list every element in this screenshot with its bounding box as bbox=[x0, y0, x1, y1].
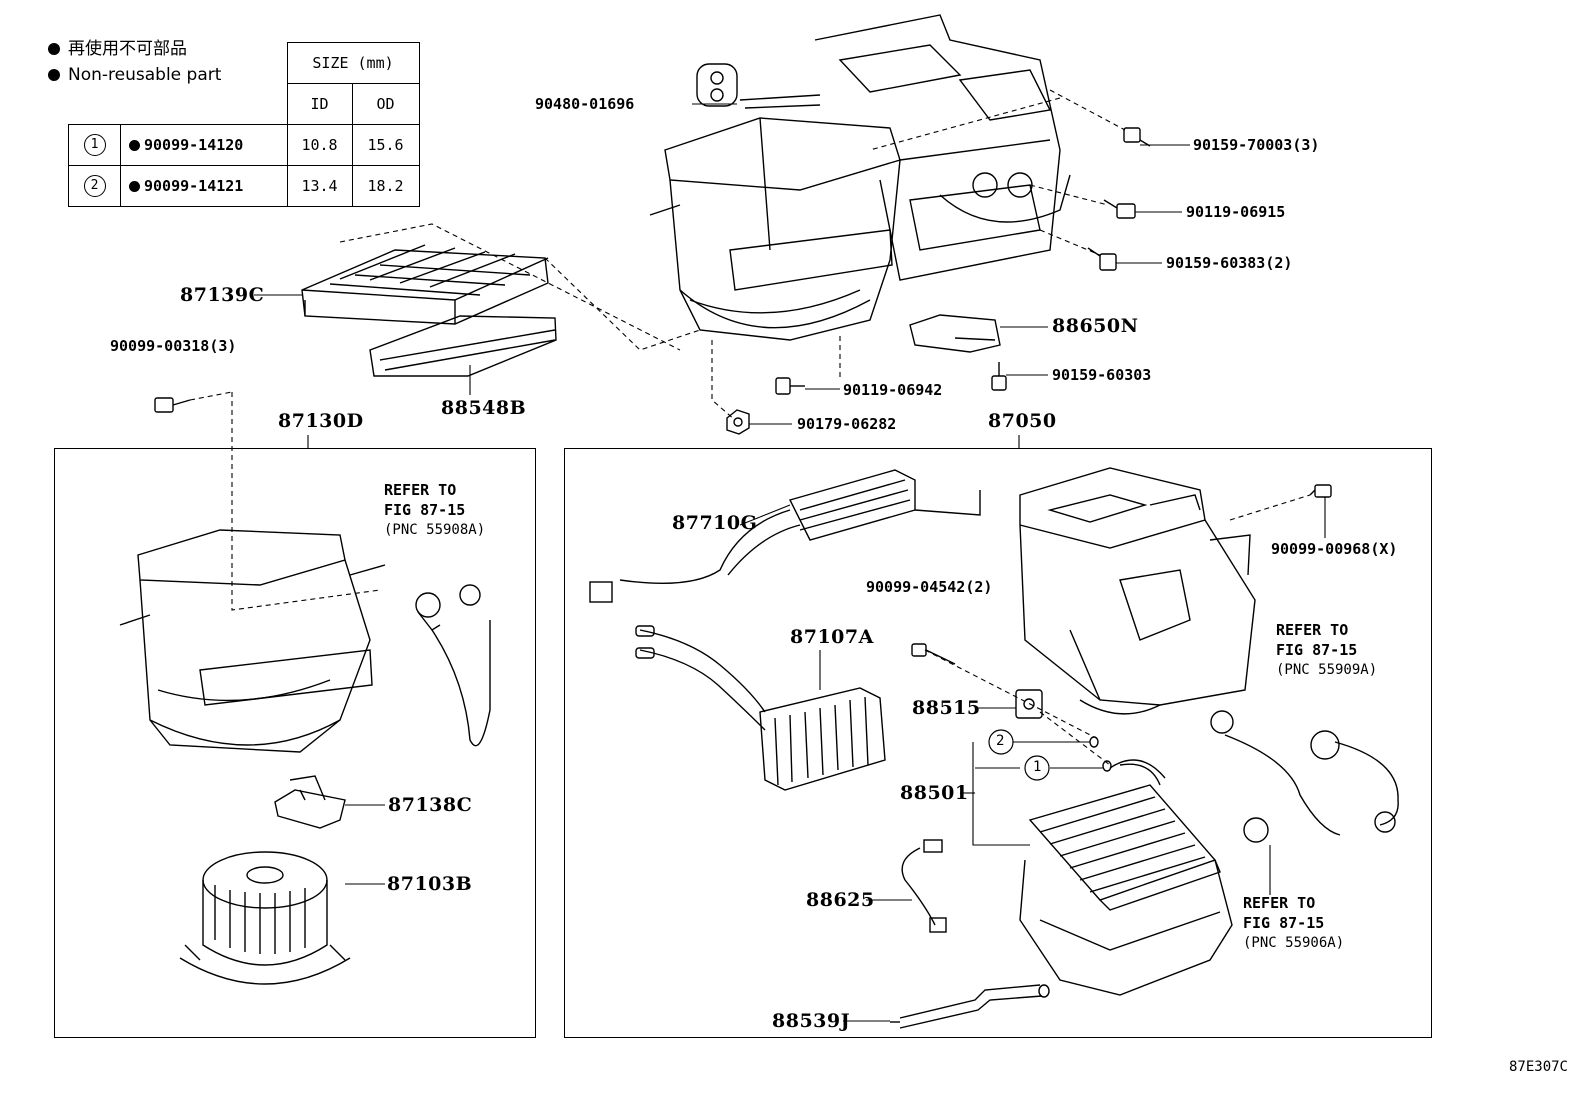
label-87139c: 87139C bbox=[180, 284, 265, 306]
label-88501: 88501 bbox=[900, 782, 969, 804]
label-90099-00968: 90099-00968(X) bbox=[1271, 540, 1398, 558]
label-90159-60303: 90159-60303 bbox=[1052, 366, 1152, 384]
thermistor-88625-illustration bbox=[901, 839, 947, 933]
ref-circle-1 bbox=[1024, 755, 1050, 781]
bolt-90119-06942-illustration bbox=[775, 377, 805, 395]
id-value: 13.4 bbox=[286, 165, 353, 207]
label-87130d: 87130D bbox=[278, 410, 364, 432]
label-90099-00318: 90099-00318(3) bbox=[110, 337, 237, 355]
size-header: SIZE (mm) bbox=[286, 42, 420, 84]
bullet-icon bbox=[48, 43, 60, 55]
label-87107a: 87107A bbox=[790, 626, 874, 648]
label-90159-70003: 90159-70003(3) bbox=[1193, 136, 1320, 154]
label-90099-04542: 90099-04542(2) bbox=[866, 578, 993, 596]
bolt-90099-04542-illustration bbox=[911, 643, 956, 665]
non-reusable-dot-icon bbox=[129, 181, 140, 192]
bolt-90159-60383-illustration bbox=[1087, 247, 1117, 271]
col-od-header: OD bbox=[351, 83, 420, 125]
ref-circle-2-label: 2 bbox=[996, 733, 1005, 749]
heater-core-87107a-illustration bbox=[635, 625, 886, 791]
blower-case-illustration bbox=[119, 529, 386, 753]
evaporator-88501-illustration bbox=[1019, 759, 1233, 996]
label-88539j: 88539J bbox=[772, 1010, 851, 1032]
filter-87139c-illustration bbox=[301, 244, 549, 325]
size-table: SIZE (mm) ID OD 1 90099-14120 10.8 15.6 … bbox=[68, 42, 420, 207]
non-reusable-dot-icon bbox=[129, 140, 140, 151]
label-90480-01696: 90480-01696 bbox=[535, 95, 635, 113]
ref-circle-1-label: 1 bbox=[1033, 759, 1042, 775]
filter-frame-88548b-illustration bbox=[369, 315, 557, 377]
label-90119-06915: 90119-06915 bbox=[1186, 203, 1286, 221]
refer-note-55909a: REFER TO FIG 87-15 (PNC 55909A) bbox=[1276, 621, 1378, 678]
bolt-90159-60303-illustration bbox=[991, 362, 1007, 391]
label-88625: 88625 bbox=[806, 889, 875, 911]
table-row: 2 90099-14121 13.4 18.2 bbox=[68, 165, 420, 207]
label-90119-06942: 90119-06942 bbox=[843, 381, 943, 399]
figure-code: 87E307C bbox=[1508, 1059, 1568, 1075]
servo-motor-55908a-illustration bbox=[415, 584, 491, 747]
bullet-icon bbox=[48, 69, 60, 81]
label-87138c: 87138C bbox=[388, 794, 473, 816]
control-module-88650n-illustration bbox=[909, 314, 1001, 353]
servo-motor-55909a-illustration bbox=[1310, 730, 1399, 833]
frame-87050 bbox=[564, 448, 1432, 1038]
blower-motor-87103b-illustration bbox=[179, 851, 351, 985]
expansion-valve-88515-illustration bbox=[1015, 689, 1043, 719]
ref-circle: 2 bbox=[83, 175, 106, 197]
label-90179-06282: 90179-06282 bbox=[797, 415, 897, 433]
pipe-87710g-illustration bbox=[589, 469, 981, 603]
resistor-87138c-illustration bbox=[274, 775, 346, 829]
legend: 再使用不可部品 Non-reusable part bbox=[48, 36, 221, 88]
label-90159-60383: 90159-60383(2) bbox=[1166, 254, 1293, 272]
drain-hose-88539j-illustration bbox=[890, 984, 1050, 1029]
label-87103b: 87103B bbox=[387, 873, 473, 895]
frame-87130d bbox=[54, 448, 536, 1038]
heater-unit-upper-illustration bbox=[649, 14, 1071, 341]
part-number: 90099-14121 bbox=[144, 177, 244, 195]
heater-unit-87050-illustration bbox=[1019, 467, 1256, 715]
od-value: 15.6 bbox=[351, 124, 420, 166]
ref-circle-2 bbox=[988, 729, 1014, 755]
label-88548b: 88548B bbox=[441, 397, 527, 419]
bolt-90119-06915-illustration bbox=[1103, 199, 1136, 219]
legend-en: Non-reusable part bbox=[48, 62, 221, 88]
part-number: 90099-14120 bbox=[144, 136, 244, 154]
bolt-90159-70003-illustration bbox=[1123, 127, 1151, 147]
refer-note-55908a: REFER TO FIG 87-15 (PNC 55908A) bbox=[384, 481, 486, 538]
ref-circle: 1 bbox=[83, 134, 106, 156]
label-88650n: 88650N bbox=[1052, 315, 1139, 337]
label-88515: 88515 bbox=[912, 697, 981, 719]
label-87710g: 87710G bbox=[672, 512, 758, 534]
legend-jp: 再使用不可部品 bbox=[48, 36, 221, 62]
servo-motor-55906a-illustration bbox=[1210, 710, 1341, 843]
grommet-illustration bbox=[696, 63, 738, 107]
bolt-90099-00968-illustration bbox=[1309, 484, 1332, 498]
od-value: 18.2 bbox=[351, 165, 420, 207]
label-87050: 87050 bbox=[988, 410, 1057, 432]
bolt-90099-00318-illustration bbox=[154, 397, 191, 413]
refer-note-55906a: REFER TO FIG 87-15 (PNC 55906A) bbox=[1243, 894, 1345, 951]
nut-90179-06282-illustration bbox=[726, 409, 750, 435]
